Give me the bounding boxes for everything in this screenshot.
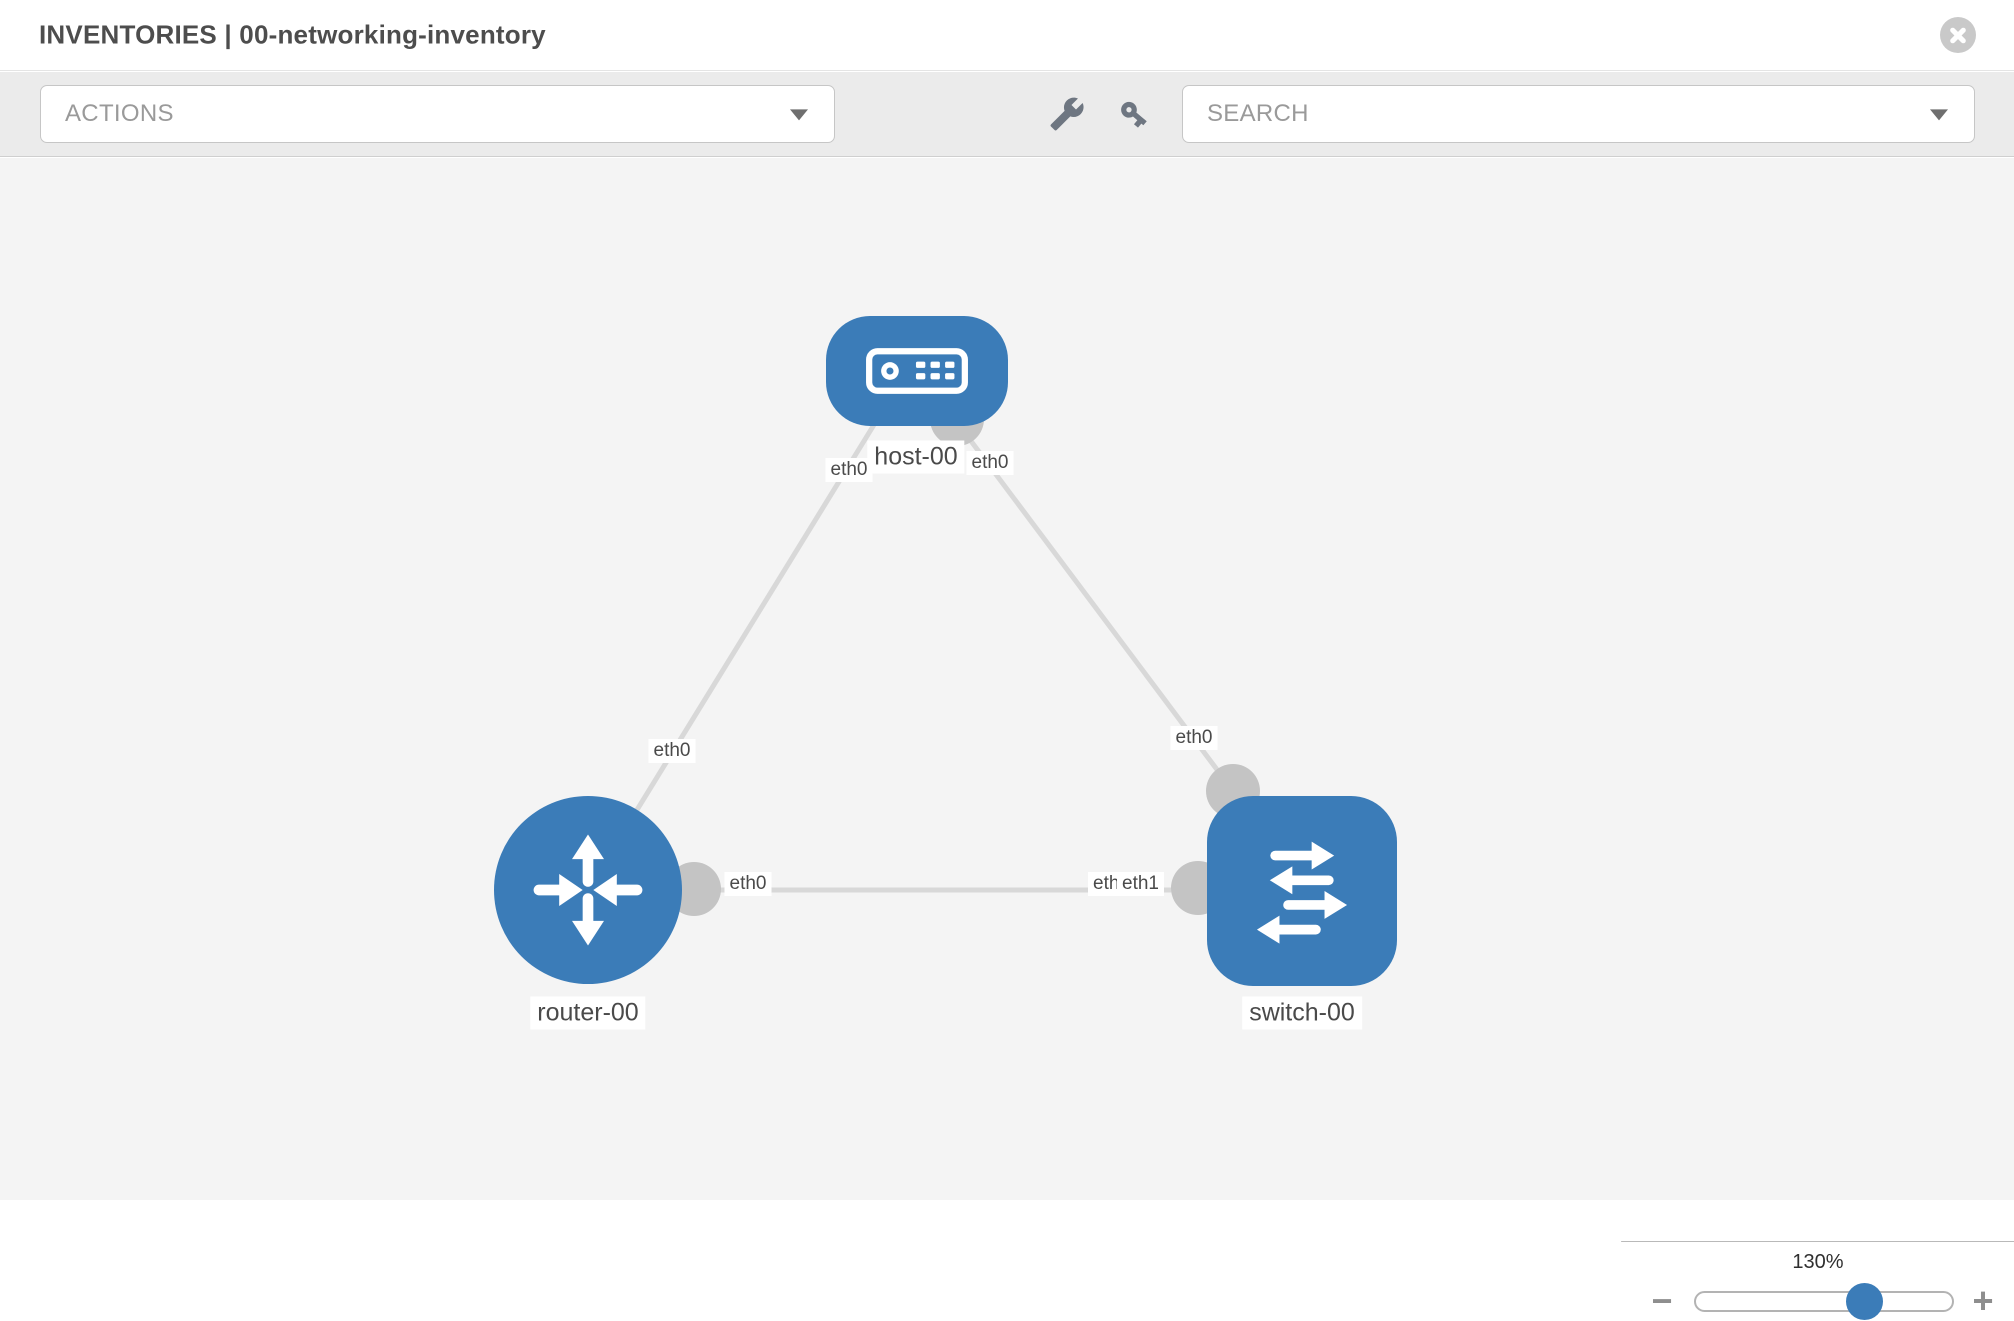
toolbar: ACTIONS SEARCH <box>0 72 2014 157</box>
node-host-00[interactable] <box>826 316 1008 426</box>
search-dropdown[interactable]: SEARCH <box>1182 85 1975 143</box>
if-label-host-eth0-right: eth0 <box>966 451 1014 475</box>
router-icon <box>533 834 643 946</box>
header-bar: INVENTORIES | 00-networking-inventory <box>0 0 2014 71</box>
node-router-00[interactable] <box>494 796 682 984</box>
wrench-icon <box>1050 97 1084 131</box>
if-label-host-eth0-left: eth0 <box>825 458 873 482</box>
if-label-router-eth0-top: eth0 <box>648 739 696 763</box>
node-switch-00[interactable] <box>1207 796 1397 986</box>
zoom-level-value: 130% <box>1792 1251 1844 1273</box>
zoom-control-panel: 130% − + <box>1621 1241 2014 1320</box>
if-label-switch-eth1: eth1 <box>1117 872 1164 896</box>
chevron-down-icon <box>790 109 808 121</box>
chevron-down-icon <box>1930 109 1948 121</box>
zoom-out-button[interactable]: − <box>1651 1280 1673 1321</box>
search-placeholder: SEARCH <box>1207 100 1309 127</box>
if-label-switch-eth0-top: eth0 <box>1170 726 1218 750</box>
topology-links <box>597 411 1236 893</box>
actions-dropdown[interactable]: ACTIONS <box>40 85 835 143</box>
if-label-router-eth0-mid: eth0 <box>724 872 772 896</box>
zoom-slider-track[interactable] <box>1694 1291 1954 1312</box>
switch-icon <box>1256 841 1348 944</box>
node-label-host: host-00 <box>867 440 965 474</box>
configure-button[interactable] <box>1039 86 1095 142</box>
link-host-router <box>597 413 883 872</box>
zoom-slider-thumb[interactable] <box>1846 1283 1883 1320</box>
node-label-switch: switch-00 <box>1242 996 1362 1030</box>
key-icon <box>1121 101 1147 128</box>
credentials-button[interactable] <box>1106 86 1162 142</box>
page-title: INVENTORIES | 00-networking-inventory <box>39 19 546 50</box>
host-icon <box>866 348 968 394</box>
node-label-router: router-00 <box>530 996 646 1030</box>
close-icon[interactable] <box>1940 17 1976 53</box>
actions-dropdown-label: ACTIONS <box>65 100 174 127</box>
topology-canvas[interactable]: host-00 router-00 switch-00 eth0 eth0 et… <box>0 158 2014 1320</box>
zoom-in-button[interactable]: + <box>1972 1280 1994 1321</box>
